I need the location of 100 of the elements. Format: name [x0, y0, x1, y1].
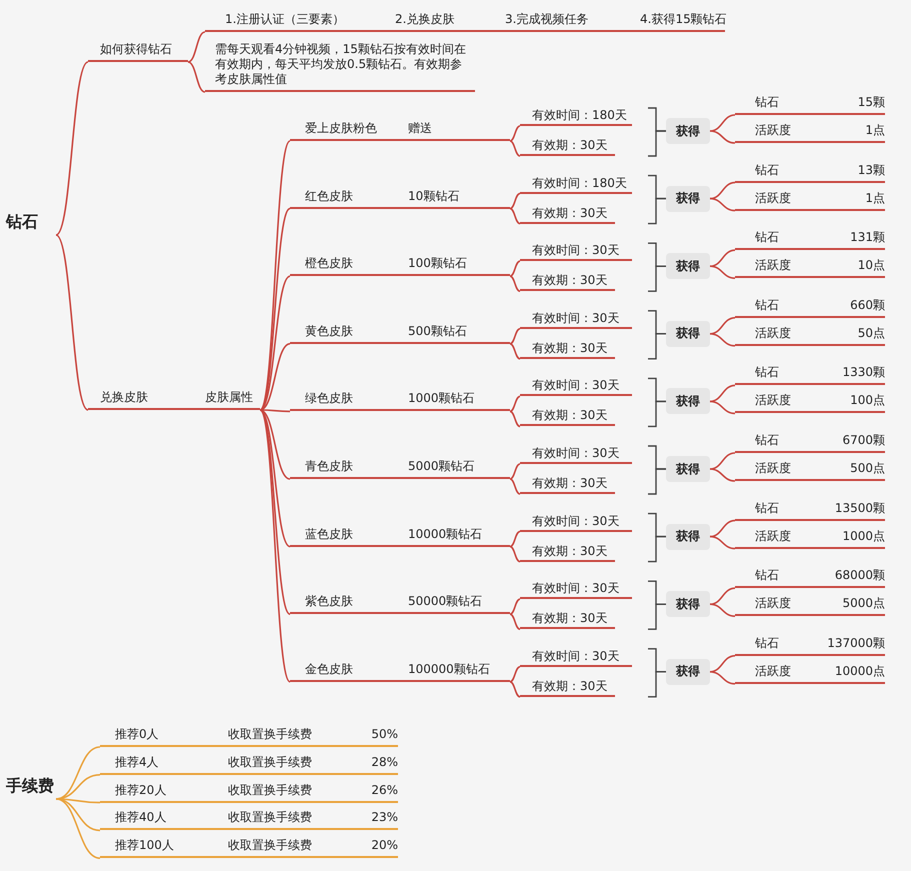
branch-topic	[735, 364, 885, 386]
topic-label: 收取置换手续费	[228, 838, 312, 854]
topic-label: 有效期：30天	[532, 273, 608, 288]
topic-label: 收取置换手续费	[228, 782, 312, 798]
topic-label: 有效时间：30天	[532, 310, 620, 326]
branch-topic	[735, 229, 885, 250]
branch-line	[260, 409, 290, 548]
topic-label: 2.兑换皮肤	[395, 12, 454, 27]
branch-line	[510, 463, 520, 480]
topic-label: 10000点	[834, 664, 885, 679]
branch-line	[710, 265, 736, 279]
topic-label: 23%	[371, 810, 398, 826]
branch-topic	[735, 162, 885, 183]
topic-label: 钻石	[755, 162, 779, 178]
topic-label: 收取置换手续费	[228, 727, 312, 742]
branch-line	[510, 681, 520, 698]
topic-label: 1点	[865, 190, 885, 206]
branch-topic	[735, 595, 885, 616]
topic-label: 有效期：30天	[532, 206, 608, 221]
topic-label: 500点	[850, 461, 885, 476]
branch-line	[510, 328, 520, 345]
branch-line	[260, 409, 290, 480]
branch-line	[510, 613, 520, 630]
topic-label: 钻石	[755, 365, 779, 380]
topic-label: 红色皮肤	[305, 188, 353, 204]
note-text: 需每天观看4分钟视频，15颗钻石按有效时间在有效期内，每天平均发放0.5颗钻石。有效期参考皮肤属性值	[215, 42, 467, 87]
topic-label: 有效时间：30天	[532, 378, 620, 394]
topic-label: 有效时间：30天	[532, 514, 620, 529]
topic-label: 活跃度	[755, 461, 791, 476]
tag-label: 获得	[676, 394, 700, 409]
branch-line	[56, 774, 100, 800]
branch-line	[710, 655, 736, 673]
topic-label: 钻石	[755, 500, 779, 516]
branch-line	[510, 125, 520, 142]
branch-line	[188, 61, 206, 93]
root-topic: 钻石	[6, 212, 38, 232]
topic-label: 13500颗	[834, 500, 885, 516]
tag-box	[666, 456, 710, 482]
topic-label: 紫色皮肤	[305, 594, 353, 610]
topic-label: 28%	[371, 754, 398, 770]
branch-topic	[735, 94, 885, 115]
topic-label: 兑换皮肤	[100, 390, 148, 405]
topic-label: 有效期：30天	[532, 544, 608, 559]
topic-label: 收取置换手续费	[228, 754, 312, 770]
branch-line	[259, 409, 291, 615]
bracket-connector	[648, 333, 666, 360]
branch-line	[510, 530, 520, 548]
topic-label: 活跃度	[755, 596, 791, 612]
topic-label: 钻石	[755, 230, 779, 246]
branch-topic	[735, 432, 885, 453]
topic-label: 青色皮肤	[305, 459, 353, 474]
topic-label: 10000颗钻石	[408, 526, 482, 542]
branch-topic	[290, 526, 510, 547]
tag-label: 获得	[676, 326, 700, 342]
branch-topic	[88, 390, 260, 410]
bracket-connector	[648, 468, 666, 495]
topic-label: 137000颗	[827, 636, 885, 651]
topic-label: 10点	[858, 258, 885, 274]
branch-topic	[290, 322, 510, 344]
topic-label: 5000点	[842, 596, 885, 612]
branch-line	[55, 234, 89, 411]
topic-label: 橙色皮肤	[305, 256, 353, 272]
topic-label: 有效期：30天	[532, 476, 608, 491]
topic-label: 5000颗钻石	[408, 459, 475, 474]
bracket-connector	[648, 198, 666, 224]
branch-topic	[735, 500, 885, 521]
branch-line	[710, 182, 736, 200]
topic-label: 有效时间：30天	[532, 446, 620, 461]
topic-label: 活跃度	[755, 123, 791, 138]
branch-topic	[290, 660, 510, 682]
branch-line	[710, 452, 736, 470]
branch-line	[510, 140, 520, 157]
topic-label: 爱上皮肤粉色	[305, 121, 377, 136]
branch-line	[188, 31, 206, 63]
tag-label: 获得	[676, 664, 700, 680]
topic-label: 黄色皮肤	[305, 324, 353, 339]
topic-label: 1000点	[842, 528, 885, 544]
topic-label: 活跃度	[755, 664, 791, 679]
branch-line	[56, 798, 100, 859]
topic-label: 有效时间：180天	[532, 108, 627, 123]
branch-topic	[290, 255, 510, 276]
tag-box	[666, 253, 710, 280]
branch-topic	[100, 808, 398, 830]
topic-label: 有效期：30天	[532, 611, 608, 626]
tag-box	[666, 118, 710, 144]
topic-label: 20%	[371, 838, 398, 854]
branch-line	[510, 478, 520, 495]
branch-line	[710, 400, 736, 414]
branch-topic	[735, 257, 885, 278]
branch-line	[510, 396, 520, 412]
branch-line	[259, 208, 291, 411]
topic-label: 活跃度	[755, 393, 791, 408]
tag-label: 获得	[676, 529, 700, 544]
tag-label: 获得	[676, 596, 700, 612]
branch-line	[55, 61, 89, 236]
topic-label: 660颗	[850, 298, 885, 313]
topic-label: 10颗钻石	[408, 188, 460, 204]
branch-line	[510, 192, 520, 210]
bracket-connector	[648, 400, 666, 428]
branch-topic	[290, 120, 510, 141]
